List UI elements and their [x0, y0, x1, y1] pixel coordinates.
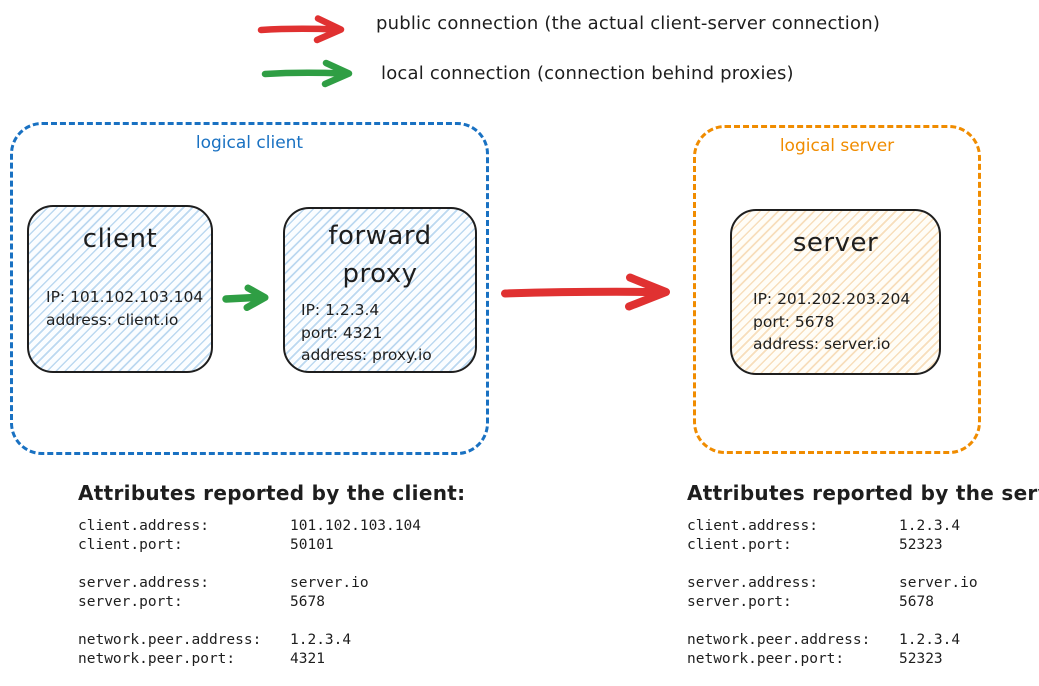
attr-value: 4321 [290, 651, 325, 667]
server-node-title: server [792, 228, 879, 258]
server-attr-group-server: server.address: server.io server.port: 5… [687, 574, 978, 612]
client-to-proxy-arrow-icon [222, 284, 276, 312]
server-attr-group-network-peer: network.peer.address: 1.2.3.4 network.pe… [687, 631, 978, 669]
client-node-details: IP: 101.102.103.104 address: client.io [46, 286, 203, 331]
attr-key: client.address: [78, 518, 209, 534]
attr-row: server.port: 5678 [78, 593, 421, 612]
attr-row: network.peer.address: 1.2.3.4 [687, 631, 978, 650]
server-attributes-heading: Attributes reported by the server: [687, 481, 1039, 505]
server-node: server IP: 201.202.203.204 port: 5678 ad… [730, 209, 941, 375]
forward-proxy-ip: IP: 1.2.3.4 [301, 301, 380, 319]
attr-key: client.address: [687, 518, 818, 534]
client-node: client IP: 101.102.103.104 address: clie… [27, 205, 213, 373]
client-node-title: client [82, 224, 158, 254]
logical-client-group: logical client [10, 122, 489, 455]
logical-client-label: logical client [195, 133, 304, 153]
client-attr-group-network-peer: network.peer.address: 1.2.3.4 network.pe… [78, 631, 421, 669]
server-node-details: IP: 201.202.203.204 port: 5678 address: … [753, 288, 910, 356]
client-to-server-arrow-icon [498, 272, 688, 312]
server-attr-group-client: client.address: 1.2.3.4 client.port: 523… [687, 517, 978, 555]
client-attr-group-server: server.address: server.io server.port: 5… [78, 574, 421, 612]
attr-key: network.peer.port: [687, 651, 845, 667]
attr-value: 5678 [899, 594, 934, 610]
attr-value: 101.102.103.104 [290, 518, 421, 534]
attr-key: network.peer.address: [687, 632, 871, 648]
forward-proxy-node: forward proxy IP: 1.2.3.4 port: 4321 add… [283, 207, 477, 373]
attr-row: network.peer.port: 52323 [687, 650, 978, 669]
server-node-port: port: 5678 [753, 312, 835, 331]
attr-key: network.peer.address: [78, 632, 262, 648]
client-attributes-heading: Attributes reported by the client: [78, 481, 466, 505]
attr-row: client.address: 1.2.3.4 [687, 517, 978, 536]
attr-key: server.address: [687, 575, 818, 591]
client-attr-group-client: client.address: 101.102.103.104 client.p… [78, 517, 421, 555]
attr-value: 50101 [290, 537, 334, 553]
attr-row: server.address: server.io [78, 574, 421, 593]
attr-row: client.port: 50101 [78, 536, 421, 555]
attr-value: 52323 [899, 537, 943, 553]
forward-proxy-node-details: IP: 1.2.3.4 port: 4321 address: proxy.io [301, 299, 432, 367]
attr-row: client.address: 101.102.103.104 [78, 517, 421, 536]
server-attributes-table: client.address: 1.2.3.4 client.port: 523… [687, 517, 978, 686]
attr-row: server.port: 5678 [687, 593, 978, 612]
attr-key: server.port: [687, 594, 792, 610]
attr-value: 1.2.3.4 [899, 518, 961, 534]
forward-proxy-address: address: proxy.io [301, 346, 432, 364]
attr-key: network.peer.port: [78, 651, 236, 667]
attr-value: 52323 [899, 651, 943, 667]
public-connection-legend-label: public connection (the actual client-ser… [376, 13, 881, 34]
client-node-address: address: client.io [46, 310, 179, 329]
public-connection-arrow-icon [256, 14, 360, 44]
logical-server-group: logical server [693, 125, 981, 454]
attr-row: server.address: server.io [687, 574, 978, 593]
forward-proxy-title-line2: proxy [342, 259, 418, 289]
attr-value: server.io [290, 575, 369, 591]
client-attributes-table: client.address: 101.102.103.104 client.p… [78, 517, 421, 686]
attr-key: client.port: [78, 537, 183, 553]
attr-row: network.peer.port: 4321 [78, 650, 421, 669]
local-connection-arrow-icon [260, 58, 364, 88]
attr-key: server.address: [78, 575, 209, 591]
forward-proxy-title-line1: forward [328, 221, 432, 251]
attr-key: client.port: [687, 537, 792, 553]
server-node-address: address: server.io [753, 335, 891, 353]
attr-row: client.port: 52323 [687, 536, 978, 555]
logical-server-label: logical server [779, 136, 895, 156]
forward-proxy-port: port: 4321 [301, 323, 383, 342]
attr-value: 1.2.3.4 [899, 632, 961, 648]
attr-row: network.peer.address: 1.2.3.4 [78, 631, 421, 650]
attr-value: 5678 [290, 594, 325, 610]
attr-key: server.port: [78, 594, 183, 610]
server-node-ip: IP: 201.202.203.204 [753, 290, 911, 308]
attr-value: server.io [899, 575, 978, 591]
forward-proxy-node-title: forward proxy [285, 217, 475, 293]
attr-value: 1.2.3.4 [290, 632, 352, 648]
local-connection-legend-label: local connection (connection behind prox… [381, 63, 794, 84]
client-node-ip: IP: 101.102.103.104 [46, 288, 204, 306]
